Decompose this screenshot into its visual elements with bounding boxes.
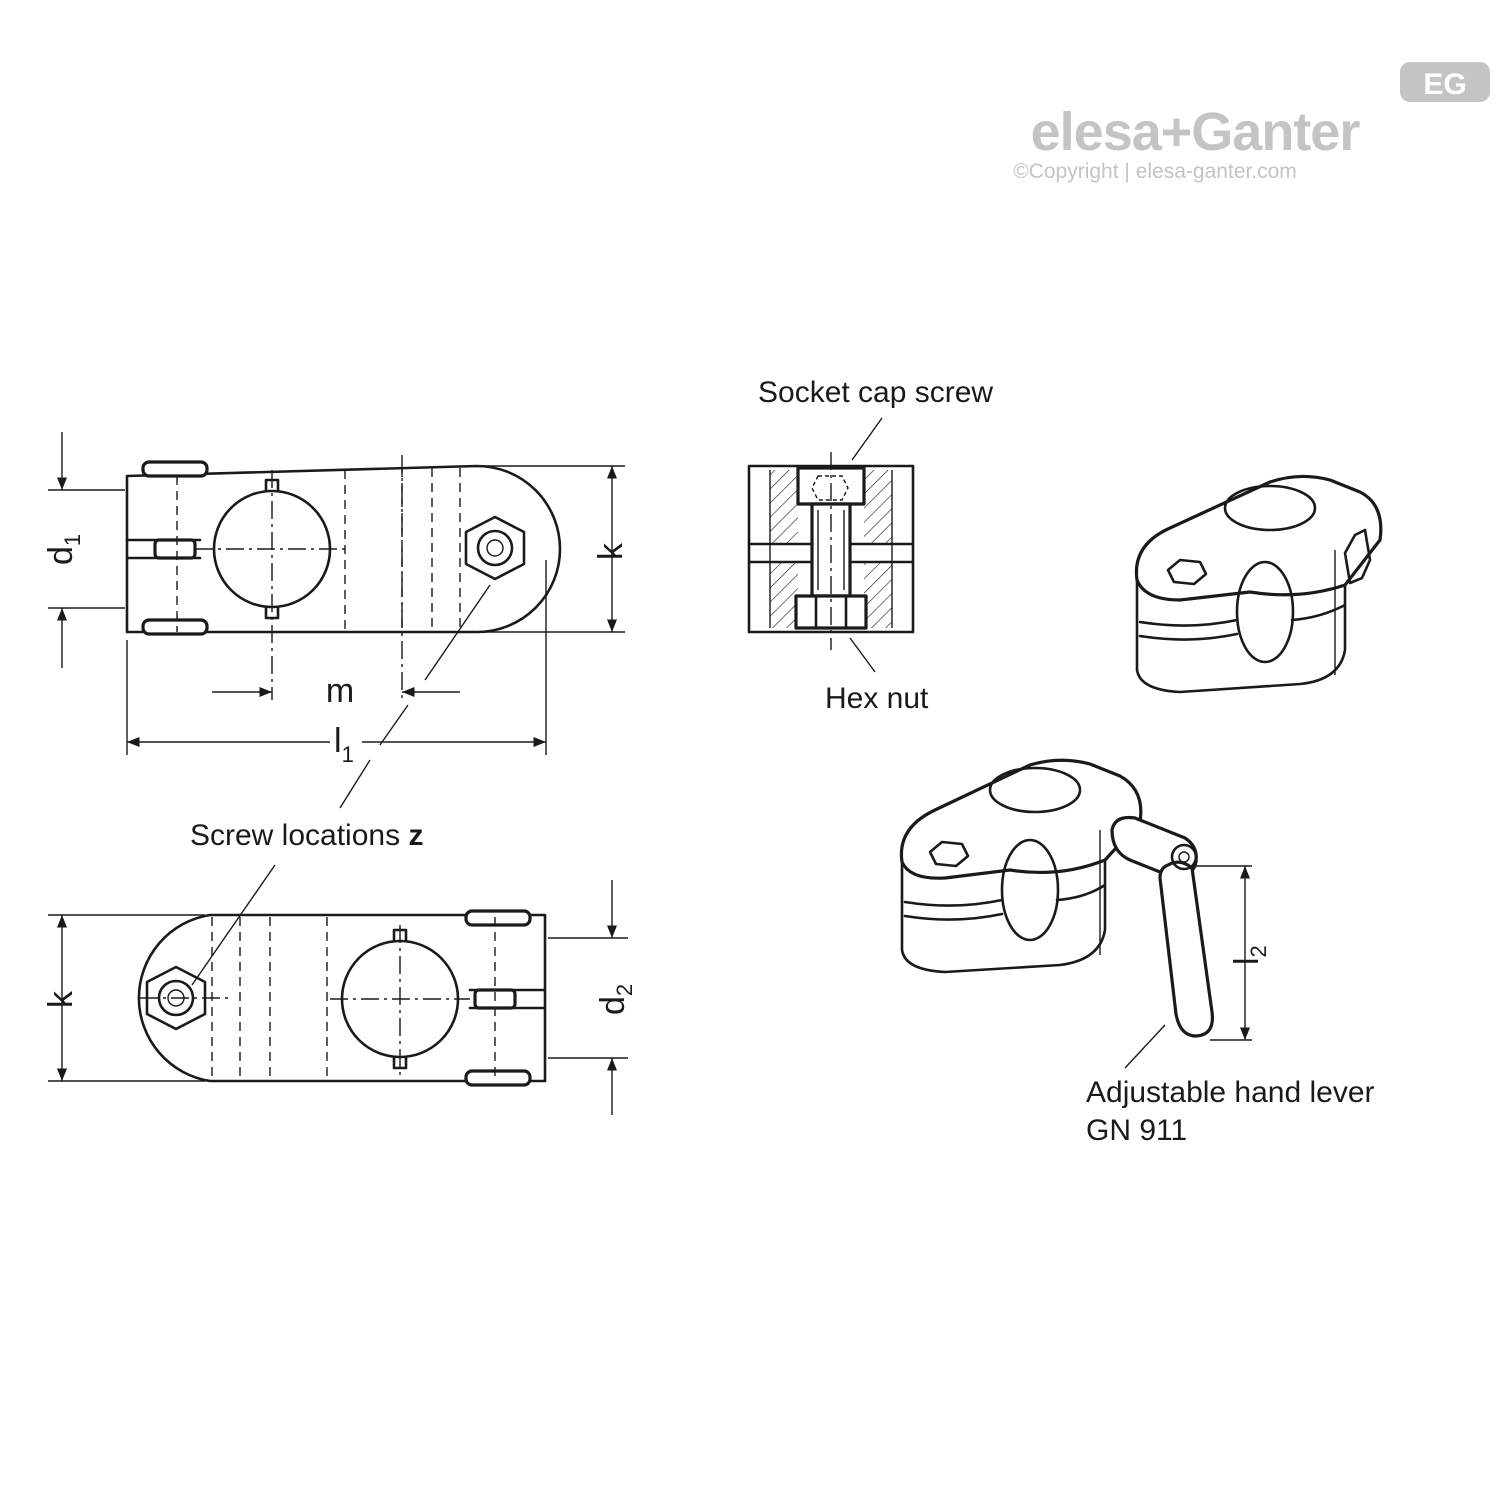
top-clamp-tab-upper (141, 460, 209, 478)
adjustable-hand-lever-label: Adjustable hand lever (1086, 1076, 1375, 1109)
top-slot-pin (153, 538, 197, 560)
dim-m-label: m (326, 672, 354, 710)
dim-k-bottom-label: k (42, 990, 80, 1008)
hex-nut-label: Hex nut (825, 682, 929, 715)
top-view-body (125, 464, 562, 634)
hand-lever-arm (1158, 860, 1215, 1038)
socket-cap-screw-head (796, 466, 866, 506)
iso-lever-socket (928, 840, 970, 868)
brand-logo: EG elesa+Ganter ©Copyright | elesa-gante… (1013, 62, 1490, 183)
top-hex-nut (464, 515, 526, 581)
iso-upper-top-face (1134, 474, 1383, 602)
screw-locations-leaders (191, 584, 491, 986)
bottom-clamp-tab-lower (464, 1069, 532, 1087)
dim-k-top-label: k (592, 542, 630, 560)
screw-locations-label: Screw locations z (190, 819, 423, 852)
logo-badge-text: EG (1423, 68, 1466, 101)
dim-l2-label: l2 (1228, 945, 1271, 965)
top-clamp-tab-lower (141, 618, 209, 636)
dim-l1-label: l1 (334, 722, 354, 767)
logo-brand-text: elesa+Ganter (1031, 102, 1361, 162)
logo-badge-frame (1400, 62, 1490, 102)
top-view (48, 432, 625, 755)
socket-cap-screw-label: Socket cap screw (758, 376, 993, 409)
adjustable-hand-lever-code: GN 911 (1086, 1114, 1187, 1147)
section-view (747, 417, 915, 673)
iso-lever-top-face (899, 758, 1143, 880)
iso-upper-socket (1166, 558, 1208, 586)
dim-d1-label: d1 (42, 534, 85, 565)
isometric-clamp-upper (1134, 474, 1383, 694)
bottom-hex-nut (145, 965, 207, 1031)
logo-copyright-text: ©Copyright | elesa-ganter.com (1013, 160, 1297, 183)
dim-d2-label: d2 (594, 984, 637, 1015)
isometric-clamp-lever (899, 758, 1252, 1069)
bottom-view (48, 880, 628, 1115)
bottom-clamp-tab-upper (464, 909, 532, 927)
bottom-view-body (137, 913, 547, 1083)
